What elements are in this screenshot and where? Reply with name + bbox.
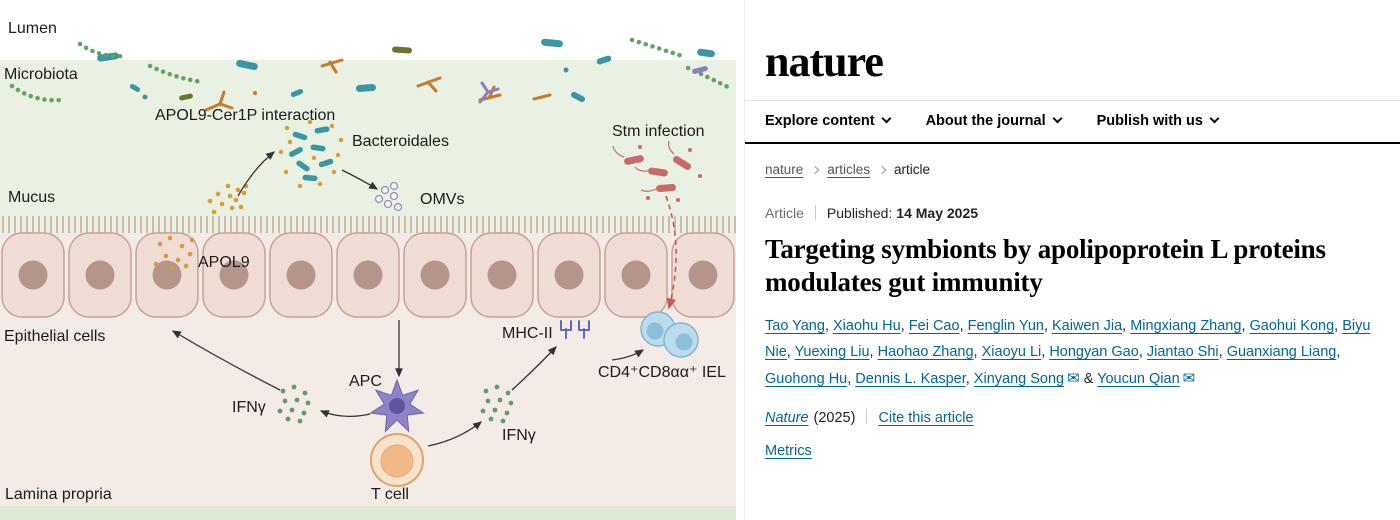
author-link[interactable]: Mingxiang Zhang [1130, 317, 1242, 334]
author-link[interactable]: Yuexing Liu [794, 343, 870, 360]
label-t-cell: T cell [371, 486, 409, 503]
nav-explore-content[interactable]: Explore content [765, 113, 892, 129]
chevron-down-icon [1209, 113, 1220, 124]
page-title: Targeting symbionts by apolipoprotein L … [765, 234, 1326, 297]
label-iel: CD4⁺CD8αα⁺ IEL [598, 364, 726, 381]
label-epithelial-cells: Epithelial cells [4, 328, 106, 345]
divider [814, 205, 816, 220]
label-microbiota: Microbiota [4, 66, 78, 83]
omv-icons [374, 181, 403, 212]
email-icon[interactable]: ✉ [1067, 370, 1080, 388]
metrics-link[interactable]: Metrics [765, 443, 812, 460]
metrics-row: Metrics [765, 443, 1400, 459]
ifng-dots-left [277, 384, 311, 424]
chevron-down-icon [881, 113, 892, 124]
author-link[interactable]: Youcun Qian [1097, 371, 1180, 388]
stm-bacteria-icon [612, 140, 702, 202]
breadcrumb-article: article [894, 162, 931, 177]
mhc2-icon [560, 320, 590, 339]
author-link[interactable]: Haohao Zhang [877, 343, 974, 360]
published-date: 14 May 2025 [896, 205, 979, 221]
cite-this-article-link[interactable]: Cite this article [878, 410, 974, 427]
label-apc: APC [349, 373, 382, 390]
chevron-down-icon [1052, 113, 1063, 124]
author-link[interactable]: Fenglin Yun [967, 317, 1044, 334]
published-label: Published: [826, 205, 893, 221]
breadcrumb-articles[interactable]: articles [827, 162, 871, 177]
author-link[interactable]: Xiaoyu Li [981, 343, 1042, 360]
chevron-right-icon [877, 165, 887, 175]
author-link[interactable]: Gaohui Kong [1249, 317, 1335, 334]
epithelial-nuclei [18, 260, 718, 290]
bottom-band [0, 506, 736, 520]
breadcrumb-nature[interactable]: nature [765, 162, 804, 177]
apc-cell-icon [369, 378, 425, 433]
author-link[interactable]: Tao Yang [765, 317, 825, 334]
author-link[interactable]: Jiantao Shi [1146, 343, 1219, 360]
breadcrumb: nature articles article [745, 144, 1400, 177]
journal-link[interactable]: Nature [765, 410, 809, 427]
lumen-band [0, 0, 744, 62]
figure-panel: Lumen Microbiota Mucus Epithelial cells … [0, 0, 744, 520]
brush-border [0, 216, 736, 233]
author-list: Tao Yang, Xiaohu Hu, Fei Cao, Fenglin Yu… [765, 317, 1371, 388]
nav-publish-with-us[interactable]: Publish with us [1096, 113, 1220, 129]
nav-about-journal[interactable]: About the journal [925, 113, 1063, 129]
masthead: nature [745, 0, 1400, 84]
label-omvs: OMVs [420, 191, 465, 208]
author-link[interactable]: Guohong Hu [765, 371, 848, 388]
bacteroidales-cluster-icon [278, 119, 344, 189]
nav-about-journal-label: About the journal [925, 113, 1046, 129]
t-cell-icon [370, 433, 424, 487]
apol9-dots [153, 183, 249, 271]
author-link[interactable]: Dennis L. Kasper [855, 371, 966, 388]
label-apol9-cer1p: APOL9-Cer1P interaction [155, 107, 336, 124]
author-link[interactable]: Biyu Nie [765, 317, 1371, 360]
label-mucus: Mucus [8, 189, 56, 206]
article-panel: nature Explore content About the journal… [744, 0, 1400, 520]
author-link[interactable]: Guanxiang Liang [1226, 343, 1337, 360]
nav-explore-content-label: Explore content [765, 113, 875, 129]
iel-cells-icon [640, 311, 699, 358]
nature-logo[interactable]: nature [765, 37, 884, 86]
infection-route-arrow [665, 195, 677, 310]
publication-year: (2025) [813, 410, 856, 427]
divider [866, 409, 868, 425]
label-bacteroidales: Bacteroidales [352, 133, 449, 150]
email-icon[interactable]: ✉ [1182, 370, 1196, 388]
author-link[interactable]: Hongyan Gao [1049, 343, 1139, 360]
site-nav: Explore content About the journal Publis… [745, 100, 1400, 144]
label-ifng-right: IFNγ [502, 427, 536, 444]
microbiota-bacteria-icons [9, 37, 733, 112]
author-link[interactable]: Xinyang Song [973, 371, 1065, 388]
label-lumen: Lumen [8, 20, 57, 37]
ifng-dots-right [480, 384, 514, 424]
author-link[interactable]: Xiaohu Hu [833, 317, 901, 334]
label-stm-infection: Stm infection [612, 123, 705, 140]
article-type-label: Article [765, 205, 804, 221]
figure-arrows [171, 151, 645, 447]
label-ifng-left: IFNγ [232, 399, 266, 416]
figure-illustration [0, 0, 744, 520]
label-apol9: APOL9 [198, 254, 250, 271]
label-mhc-ii: MHC-II [502, 325, 553, 342]
author-link[interactable]: Fei Cao [908, 317, 960, 334]
label-lamina-propria: Lamina propria [5, 486, 112, 503]
article-meta: Article Published:14 May 2025 [765, 205, 1400, 221]
nav-publish-with-us-label: Publish with us [1096, 113, 1203, 129]
chevron-right-icon [811, 165, 820, 175]
citation-row: Nature(2025) Cite this article [765, 409, 1400, 426]
author-link[interactable]: Kaiwen Jia [1052, 317, 1123, 334]
